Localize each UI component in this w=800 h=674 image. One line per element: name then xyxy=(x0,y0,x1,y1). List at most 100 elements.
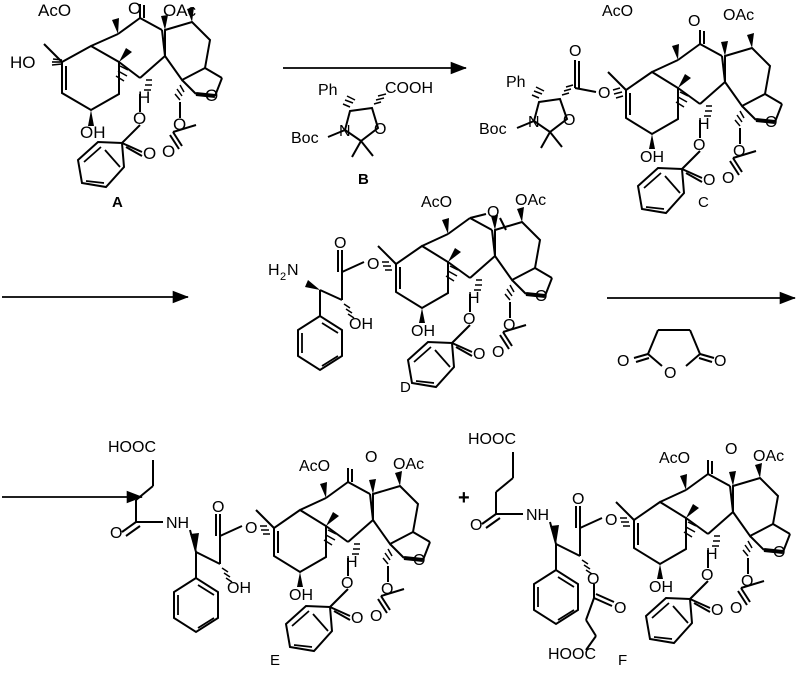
n-label-b: N xyxy=(339,123,351,140)
aco-label-e: AcO xyxy=(299,458,330,475)
structure-label-b: B xyxy=(358,171,369,188)
hooc-label-e: HOOC xyxy=(108,439,156,456)
ester-o-label-e: O xyxy=(245,520,257,537)
benzoate-o-label-c: O xyxy=(693,137,705,154)
acetate-o1-label-f: O xyxy=(741,573,753,590)
benzoate-o-label-d: O xyxy=(463,311,475,328)
structure-a-text: AcO O OAc HO OH H O O O O O xyxy=(10,0,218,163)
structure-b-text: Ph COOH Boc N O xyxy=(291,80,433,147)
benzoate-o-label-e: O xyxy=(341,575,353,592)
boc-label-b: Boc xyxy=(291,130,319,147)
cooh-label-b: COOH xyxy=(385,80,433,97)
structure-f-text: HOOC O NH O O O O HOOC AcO O OAc OH H O … xyxy=(468,431,785,663)
oh-sidechain-label-d: OH xyxy=(349,316,373,333)
structure-c xyxy=(516,30,783,215)
structure-label-f: F xyxy=(618,652,627,669)
structure-f xyxy=(481,452,791,651)
oh-label-d: OH xyxy=(411,323,435,340)
succinic-anhydride-text: O O O xyxy=(617,353,726,382)
oac-label-a: OAc xyxy=(163,1,197,20)
ketone-o-label-c: O xyxy=(688,13,700,30)
oh-label-e: OH xyxy=(289,587,313,604)
ketone-o-label-e: O xyxy=(365,449,377,466)
ester-o-label-f: O xyxy=(605,512,617,529)
structure-label-d: D xyxy=(400,379,411,396)
ester-co-label-e: O xyxy=(212,499,224,516)
aco-label-c: AcO xyxy=(602,3,633,20)
nh-label-f: NH xyxy=(526,507,549,524)
oh-label-c: OH xyxy=(640,149,664,166)
structure-e xyxy=(121,460,431,653)
oxetane-o-label-d: O xyxy=(535,288,547,305)
structure-label-a: A xyxy=(112,194,123,211)
h2n-sub-label-d: 2 xyxy=(280,271,286,283)
acetate-o1-label-a: O xyxy=(173,115,186,134)
oxetane-o-label-a: O xyxy=(205,86,218,105)
ketone-o-label-f: O xyxy=(725,441,737,458)
acetate-o2-label-f: O xyxy=(730,600,742,617)
structure-e-text: HOOC O NH O O OH AcO O OAc OH H O O O O … xyxy=(108,439,425,627)
anhydride-o-ring-label: O xyxy=(664,365,676,382)
h2n-n-label-d: N xyxy=(287,262,299,279)
oh-sidechain-label-e: OH xyxy=(227,580,251,597)
h-label-d: H xyxy=(468,290,480,307)
acetate-o1-label-c: O xyxy=(733,143,745,160)
anhydride-o-right-label: O xyxy=(714,353,726,370)
ester-o-label-c: O xyxy=(598,85,610,102)
structure-label-e: E xyxy=(270,652,280,669)
ester-o-label-d: O xyxy=(367,256,379,273)
aco-label-f: AcO xyxy=(659,450,690,467)
h2n-h-label-d: H xyxy=(268,262,280,279)
hooc-bottom-label-f: HOOC xyxy=(548,646,596,663)
ester-o-label-a: O xyxy=(133,109,146,128)
oh-label-a: OH xyxy=(80,123,106,142)
hooc-top-label-f: HOOC xyxy=(468,431,516,448)
aco-label-a: AcO xyxy=(38,1,71,20)
acetate-o2-label-c: O xyxy=(722,170,734,187)
ester-co-label-c: O xyxy=(569,43,581,60)
h-label-a: H xyxy=(138,88,150,107)
ketone-o-label-a: O xyxy=(128,0,141,18)
amide-co-label-e: O xyxy=(110,525,122,542)
nh-label-e: NH xyxy=(166,515,189,532)
oh-label-f: OH xyxy=(649,579,673,596)
reagent-succinic-anhydride xyxy=(633,329,715,367)
structure-a xyxy=(43,4,223,189)
h-label-c: H xyxy=(698,116,710,133)
acetate-o2-label-d: O xyxy=(492,344,504,361)
ph-label-c: Ph xyxy=(506,74,526,91)
acetate-o1-label-e: O xyxy=(381,581,393,598)
boc-label-c: Boc xyxy=(479,121,507,138)
structure-d-text: H 2 N OH O O AcO O OAc OH H O O O O O xyxy=(268,192,547,363)
oxetane-o-label-f: O xyxy=(773,544,785,561)
o-label-b: O xyxy=(374,121,386,138)
aco-label-d: AcO xyxy=(421,194,452,211)
benzoyl-co-label-e: O xyxy=(351,610,363,627)
n-label-c: N xyxy=(528,114,540,131)
benzoyl-o-label-a: O xyxy=(143,144,156,163)
oac-label-c: OAc xyxy=(723,7,754,24)
oac-label-d: OAc xyxy=(515,192,546,209)
oac-label-e: OAc xyxy=(393,456,424,473)
amide-co-label-f: O xyxy=(470,517,482,534)
structure-d xyxy=(297,207,553,389)
h-label-e: H xyxy=(346,554,358,571)
structure-b xyxy=(327,93,387,158)
benzoate-o-label-f: O xyxy=(701,567,713,584)
oxetane-o-label-c: O xyxy=(765,114,777,131)
structure-label-c: C xyxy=(698,194,709,211)
acetate-o2-label-a: O xyxy=(162,142,175,161)
plus-sign: + xyxy=(458,487,470,509)
structure-c-text: Ph Boc N O O O AcO O OAc OH H O O O O O xyxy=(479,3,777,189)
oxazolidine-o-label-c: O xyxy=(563,112,575,129)
o-succinyl-label-f: O xyxy=(587,571,599,588)
oac-label-f: OAc xyxy=(753,448,784,465)
benzoyl-co-label-f: O xyxy=(711,602,723,619)
ph-label-b: Ph xyxy=(318,82,338,99)
succinyl-co-label-f: O xyxy=(614,600,626,617)
acetate-o1-label-d: O xyxy=(503,317,515,334)
benzoyl-co-label-d: O xyxy=(473,346,485,363)
acetate-o2-label-e: O xyxy=(370,608,382,625)
